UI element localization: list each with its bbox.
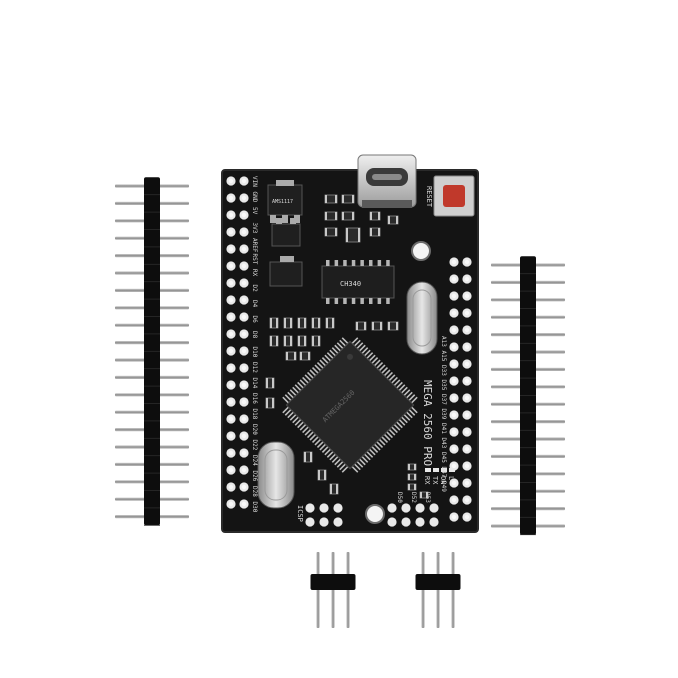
board-model-label: MEGA 2560 PRO	[421, 380, 434, 466]
on-label: ON	[439, 476, 447, 484]
usb-serial-marking: CH340	[340, 280, 361, 288]
rx-label: RX	[423, 476, 431, 485]
pin-label: VIN	[251, 176, 258, 187]
regulator-chip	[269, 256, 303, 287]
pin-label: D16	[251, 393, 258, 404]
regulator-marking: AMS1117	[272, 199, 293, 205]
usb-c-connector	[357, 154, 417, 208]
pin-label: D2	[251, 285, 258, 293]
pin-label: D14	[251, 378, 258, 389]
right-pin-holes	[449, 257, 472, 522]
pin-label: D30	[251, 502, 258, 513]
pin-label: RST	[251, 254, 258, 265]
crystal-oscillator	[257, 441, 295, 509]
pin-label: 3V3	[251, 223, 258, 234]
pin-label: AREF	[251, 238, 258, 253]
pin-label: 5V	[251, 207, 258, 215]
pin-label: D4	[251, 300, 258, 308]
microcontroller-chip	[282, 337, 418, 473]
regulator-chip	[271, 218, 301, 247]
pin-label: D8	[251, 331, 258, 339]
pin-label: D41	[440, 423, 447, 434]
reset-label: RESET	[425, 186, 433, 208]
regulator-chip	[267, 180, 303, 223]
pin-label: D43	[440, 438, 447, 449]
pin-label: D10	[251, 347, 258, 358]
pin-label: D50	[396, 492, 403, 503]
pin-label: D47	[440, 467, 447, 478]
pin-label: RX	[251, 269, 258, 277]
left-pin-holes	[226, 176, 249, 509]
pcb-edge	[221, 169, 479, 533]
mounting-hole	[411, 241, 431, 261]
pin-label: D52	[410, 492, 417, 503]
led-label: L	[447, 476, 455, 480]
pin-label: D26	[251, 471, 258, 482]
pin-label: D39	[440, 409, 447, 420]
short-pin-header	[310, 552, 356, 628]
pin-label: D53	[424, 492, 431, 503]
short-pin-header	[415, 552, 461, 628]
pin-label: D45	[440, 452, 447, 463]
pin-label: D20	[251, 424, 258, 435]
pin-label: D22	[251, 440, 258, 451]
pin-label: A13	[440, 336, 447, 347]
pin-label: D18	[251, 409, 258, 420]
pin-label: GND	[251, 192, 258, 203]
crystal-oscillator	[406, 281, 438, 355]
right-pin-header	[491, 256, 565, 536]
mounting-hole	[365, 504, 385, 524]
pin-label: D35	[440, 380, 447, 391]
pin-label: D49	[440, 481, 447, 492]
usb-serial-chip	[321, 260, 395, 304]
pin-label: D12	[251, 362, 258, 373]
pin-label: A15	[440, 351, 447, 362]
smd-components	[265, 194, 455, 499]
pin-label: D6	[251, 316, 258, 324]
pin-label: D37	[440, 394, 447, 405]
pin-label: D24	[251, 455, 258, 466]
arduino-mega-2560-pro-board: RESET AMS1117 CH340	[221, 154, 479, 533]
bottom-pin-labels: D50 D52 D53	[396, 492, 431, 503]
pin-label: D28	[251, 486, 258, 497]
bottom-pin-holes	[305, 503, 439, 527]
tx-label: TX	[431, 476, 439, 485]
icsp-label: ICSP	[296, 505, 304, 522]
reset-button	[433, 175, 475, 217]
pin-label: D33	[440, 365, 447, 376]
left-pin-header	[115, 177, 189, 526]
